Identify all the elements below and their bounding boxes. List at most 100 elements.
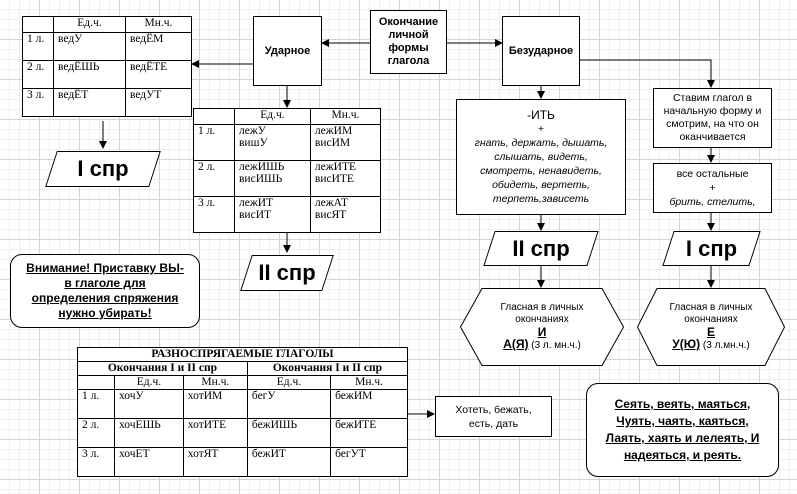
cell-line: висЯТ	[314, 209, 347, 221]
warning-line3: определения спряжения	[31, 291, 179, 305]
cell-line: висИТЕ	[314, 173, 354, 185]
hex-left-vowel2: А(Я)	[503, 337, 529, 351]
spr1-left-label: I спр	[77, 156, 129, 181]
hex-right-line2: окончаниях	[684, 314, 738, 325]
infinitive-line1: Ставим глагол в	[672, 92, 753, 104]
spr1-right-label: I спр	[685, 235, 738, 261]
infinitive-box: Ставим глагол в начальную форму и смотри…	[653, 88, 772, 148]
hex-right-vowel: Е	[706, 325, 715, 339]
table-cell: 2 л.	[193, 160, 235, 197]
unstressed-label: Безударное	[508, 45, 574, 57]
hex-left-note: (3 л. мн.ч.)	[528, 340, 581, 351]
ite-line4: обидеть, вертеть,	[492, 179, 590, 191]
table-header: Мн.ч.	[309, 108, 382, 125]
table-cell: хотИМ	[182, 389, 248, 419]
table-cell: 3 л.	[22, 88, 54, 117]
exceptions-line1: Сеять, веять, маяться,	[614, 397, 751, 411]
warning-box: Внимание! Приставку ВЫ- в глаголе для оп…	[10, 254, 200, 328]
table-header: Ед.ч.	[234, 108, 311, 125]
table-cell: ведУ	[53, 32, 126, 61]
table-cell: 3 л.	[193, 196, 235, 233]
ite-line2: слышать, видеть,	[494, 151, 588, 163]
table-mixed-conjugation: РАЗНОСПРЯГАЕМЫЕ ГЛАГОЛЫ Окончания I и II…	[77, 347, 409, 477]
spr1-right-shape: I спр	[662, 231, 761, 266]
others-plus: +	[709, 182, 716, 194]
cell-line: лежИТ	[239, 197, 274, 209]
stressed-label: Ударное	[264, 45, 311, 57]
center-line4: глагола	[387, 55, 430, 67]
table-header	[193, 108, 235, 125]
ite-line1: гнать, держать, дышать,	[474, 137, 608, 149]
infinitive-line4: оканчивается	[679, 131, 746, 143]
spr1-left-shape: I спр	[45, 151, 161, 187]
table-cell: бежИМ	[330, 389, 408, 419]
spr2-right-shape: II спр	[483, 231, 599, 266]
ite-plus: +	[537, 123, 545, 135]
spr2-right-label: II спр	[512, 235, 570, 261]
table-header: Мн.ч.	[330, 375, 408, 390]
others-line2: брить, стелить,	[669, 196, 756, 208]
cell-line: лежАТ	[314, 197, 348, 209]
ite-title: -ИТЬ	[527, 108, 555, 122]
hexagon-shape	[460, 288, 624, 366]
table-cell: хочЕТ	[114, 447, 184, 477]
stressed-box: Ударное	[253, 16, 322, 86]
cell-line: лежИТЕ	[314, 161, 357, 173]
table-header	[77, 375, 115, 390]
table-cell: бегУ	[246, 389, 332, 419]
table-cell: 2 л.	[22, 60, 54, 89]
hex-right: Гласная в личных окончаниях Е У(Ю) (3 л.…	[637, 288, 785, 366]
table-cell: хотИТЕ	[182, 418, 248, 448]
table-header: Ед.ч.	[114, 375, 184, 390]
cell-line: вишУ	[239, 137, 268, 149]
others-line1: все остальные	[676, 168, 749, 180]
center-box: Окончание личной формы глагола	[370, 10, 447, 74]
ite-box: -ИТЬ + гнать, держать, дышать, слышать, …	[456, 99, 626, 215]
warning-line2: в глаголе для	[64, 276, 146, 290]
exceptions-line2: Чуять, чаять, каяться,	[616, 414, 749, 428]
table-header	[22, 16, 54, 33]
table-header: Мн.ч.	[124, 16, 193, 33]
table-cell: ведУТ	[124, 88, 193, 117]
table-header: Ед.ч.	[246, 375, 332, 390]
table-cell: хотЯТ	[182, 447, 248, 477]
table-cell: 2 л.	[77, 418, 115, 448]
hex-right-line1: Гласная в личных	[669, 302, 753, 313]
table-cell: ведЁШЬ	[53, 60, 126, 89]
table-header: Мн.ч.	[182, 375, 248, 390]
hex-right-note: (3 л.мн.ч.)	[700, 340, 750, 351]
table-cell: ведЁТЕ	[124, 60, 193, 89]
want-line2: есть, дать	[468, 417, 519, 430]
table-cell: 1 л.	[77, 389, 115, 419]
cell-line: лежУ	[239, 125, 266, 137]
table-cell: хочУ	[114, 389, 184, 419]
unstressed-box: Безударное	[502, 16, 580, 86]
ite-line5: терпеть,зависеть	[492, 193, 590, 205]
table-subheader: Окончания I и II спр	[246, 361, 409, 376]
want-box: Хотеть, бежать, есть, дать	[435, 396, 552, 437]
table-cell: хочЕШЬ	[114, 418, 184, 448]
hexagon-shape	[637, 288, 785, 366]
table-subheader: Окончания I и II спр	[77, 361, 248, 376]
hex-left-vowel: И	[537, 325, 547, 339]
exceptions-box: Сеять, веять, маяться, Чуять, чаять, кая…	[586, 383, 779, 477]
hex-right-vowel2: У(Ю)	[672, 337, 701, 351]
exceptions-line4: надеяться, и реять.	[623, 448, 742, 462]
table-cell: ведЁТ	[53, 88, 126, 117]
table-header: Ед.ч.	[53, 16, 126, 33]
center-line1: Окончание	[378, 16, 439, 28]
table-cell: 1 л.	[193, 124, 235, 161]
cell-line: лежИМ	[314, 125, 353, 137]
arrow-to-infinitive	[580, 59, 715, 88]
center-line3: формы	[388, 42, 429, 54]
want-line1: Хотеть, бежать,	[455, 403, 532, 416]
hex-left-line1: Гласная в личных	[500, 302, 584, 313]
table-cell: бежИШЬ	[246, 418, 332, 448]
